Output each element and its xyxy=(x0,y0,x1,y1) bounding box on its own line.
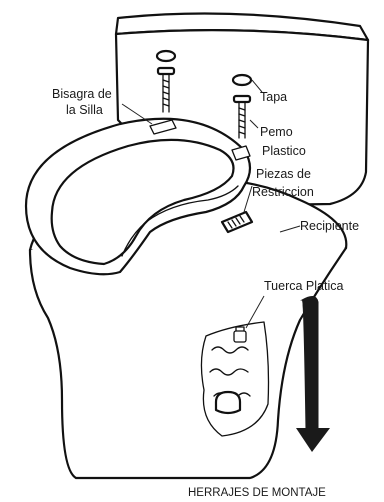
label-restriction-1: Piezas de xyxy=(256,167,311,181)
label-nut: Tuerca Platica xyxy=(264,279,343,293)
label-cap: Tapa xyxy=(260,90,287,104)
label-seat-hinge-2: la Silla xyxy=(66,103,103,117)
foot-bolt-cap xyxy=(216,392,240,413)
caption-mounting-hardware: HERRAJES DE MONTAJE xyxy=(188,487,326,499)
label-bolt-2: Plastico xyxy=(262,144,306,158)
label-seat-hinge-1: Bisagra de xyxy=(52,87,112,101)
label-bolt-1: Pemo xyxy=(260,125,293,139)
label-bowl: Recipiente xyxy=(300,219,359,233)
label-restriction-2: Restriccion xyxy=(252,185,314,199)
